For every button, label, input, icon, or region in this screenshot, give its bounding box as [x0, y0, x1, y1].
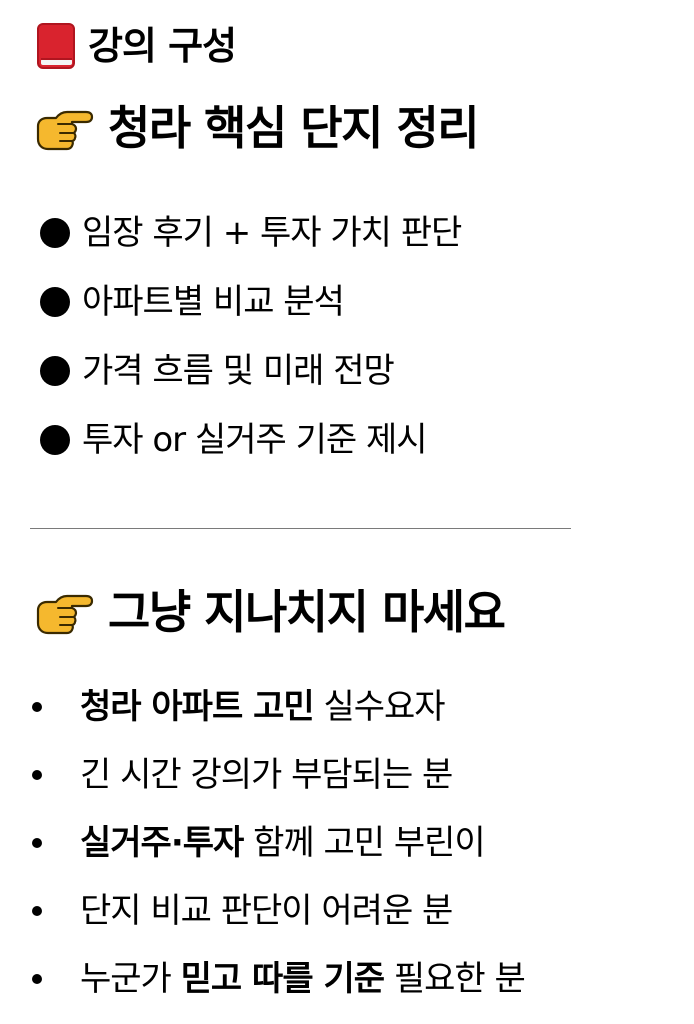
list-item-text: 가격 흐름 및 미래 전망 [82, 351, 395, 391]
heading-1-text: 청라 핵심 단지 정리 [108, 101, 480, 155]
target-audience-list: 청라 아파트 고민 실수요자 긴 시간 강의가 부담되는 분 실거주·투자 함께… [30, 684, 526, 1024]
heading-core-complexes: 청라 핵심 단지 정리 [34, 101, 480, 155]
bullet-dot [32, 974, 42, 984]
divider [30, 528, 571, 529]
bullet-dot [32, 838, 42, 848]
list-item-text: 필요한 분 [384, 959, 526, 999]
pointing-hand-icon [36, 110, 94, 151]
list-item-text-bold: 믿고 따를 기준 [180, 959, 385, 999]
list-item: 실거주·투자 함께 고민 부린이 [30, 820, 525, 866]
pointing-hand-icon [36, 594, 94, 635]
bullet-dot [32, 906, 42, 916]
list-item: 가격 흐름 및 미래 전망 [40, 348, 461, 394]
heading-2-text: 그냥 지나치지 마세요 [108, 585, 506, 639]
heading-dont-miss: 그냥 지나치지 마세요 [34, 585, 506, 639]
section-title: 강의 구성 [36, 22, 237, 70]
bullet-dot [32, 702, 42, 712]
list-item-text: 아파트별 비교 분석 [82, 282, 345, 322]
list-item-text: 실수요자 [313, 687, 445, 727]
list-item-text-bold: 청라 아파트 고민 [80, 687, 315, 727]
list-item-text: 함께 고민 부린이 [243, 823, 486, 863]
list-item-text: 단지 비교 판단이 어려운 분 [80, 891, 453, 931]
list-item: 임장 후기 + 투자 가치 판단 [40, 210, 462, 256]
section-title-text: 강의 구성 [88, 24, 237, 68]
red-book-icon [37, 23, 75, 69]
list-item: 아파트별 비교 분석 [40, 279, 461, 325]
list-item-text-bold: 실거주·투자 [80, 823, 244, 863]
bullet-dot [40, 287, 70, 317]
bullet-dot [40, 218, 70, 248]
bullet-dot [40, 425, 70, 455]
list-item: 청라 아파트 고민 실수요자 [30, 684, 525, 730]
bullet-dot [32, 770, 42, 780]
list-item-text: 긴 시간 강의가 부담되는 분 [80, 755, 453, 795]
list-item-text: 투자 or 실거주 기준 제시 [82, 420, 428, 460]
list-item-text: 누군가 [80, 959, 181, 999]
list-item-text: 임장 후기 + 투자 가치 판단 [82, 213, 462, 253]
course-contents-list: 임장 후기 + 투자 가치 판단 아파트별 비교 분석 가격 흐름 및 미래 전… [40, 210, 462, 486]
list-item: 단지 비교 판단이 어려운 분 [30, 888, 525, 934]
bullet-dot [40, 356, 70, 386]
list-item: 누군가 믿고 따를 기준 필요한 분 [30, 956, 526, 1002]
list-item: 긴 시간 강의가 부담되는 분 [30, 752, 525, 798]
list-item: 투자 or 실거주 기준 제시 [40, 417, 461, 463]
